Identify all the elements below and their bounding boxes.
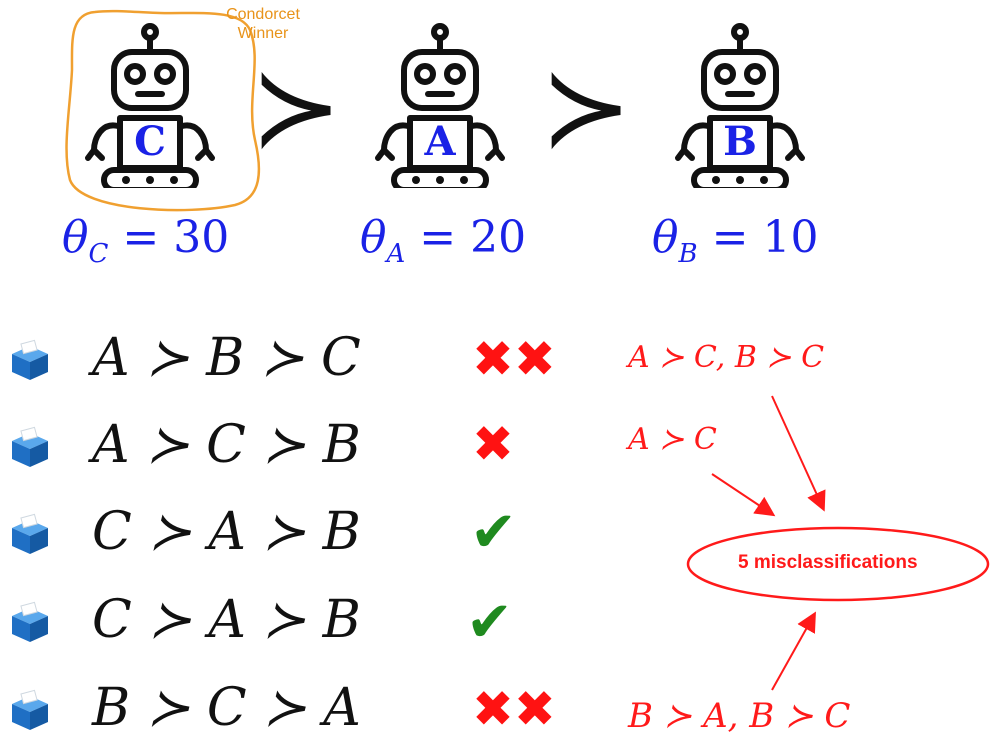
vote-ranking: C ≻ A ≻ B — [92, 590, 361, 650]
theta-b-sub: B — [678, 239, 698, 269]
theta-b-value: = 10 — [697, 212, 819, 263]
robot-c-letter: C — [134, 118, 166, 165]
cross-icon: ✖ — [472, 415, 514, 473]
condorcet-winner-label: Condorcet Winner — [208, 5, 318, 43]
theta-a-value: = 20 — [405, 212, 527, 263]
robot-c-icon — [85, 23, 215, 188]
theta-c-label: θC = 30 — [62, 212, 229, 269]
theta-c-sym: θ — [62, 212, 89, 263]
note-row1: A ≻ C, B ≻ C — [628, 340, 825, 375]
succ-symbol-1: ≻ — [250, 43, 343, 171]
theta-a-sym: θ — [360, 212, 387, 263]
ballot-box-icon — [12, 513, 48, 554]
note-row2: A ≻ C — [628, 422, 717, 457]
condorcet-outline — [65, 9, 261, 212]
theta-b-label: θB = 10 — [652, 212, 818, 269]
cross-icon: ✖✖ — [472, 680, 556, 738]
ballot-box-icon — [12, 426, 48, 467]
vote-ranking: B ≻ C ≻ A — [92, 678, 361, 738]
ballot-box-icon — [12, 601, 48, 642]
theta-a-sub: A — [386, 239, 406, 269]
robot-b-icon — [675, 23, 805, 188]
check-icon: ✔ — [466, 590, 513, 655]
ballot-box-icon — [12, 689, 48, 730]
vote-ranking: A ≻ B ≻ C — [92, 328, 361, 388]
note-row5: B ≻ A, B ≻ C — [628, 696, 851, 736]
theta-a-label: θA = 20 — [360, 212, 526, 269]
robot-a-icon — [375, 23, 505, 188]
condorcet-label-line1: Condorcet — [226, 6, 300, 23]
theta-c-sub: C — [88, 239, 109, 269]
check-icon: ✔ — [470, 500, 517, 565]
robot-a-letter: A — [424, 118, 456, 165]
robot-b-letter: B — [723, 118, 757, 165]
vote-ranking: A ≻ C ≻ B — [92, 415, 361, 475]
ballot-box-icon — [12, 339, 48, 380]
succ-symbol-2: ≻ — [540, 43, 633, 171]
vote-ranking: C ≻ A ≻ B — [92, 502, 361, 562]
theta-c-value: = 30 — [108, 212, 230, 263]
condorcet-label-line2: Winner — [237, 25, 289, 42]
theta-b-sym: θ — [652, 212, 679, 263]
misclassification-summary: 5 misclassifications — [738, 552, 918, 573]
cross-icon: ✖✖ — [472, 330, 556, 388]
